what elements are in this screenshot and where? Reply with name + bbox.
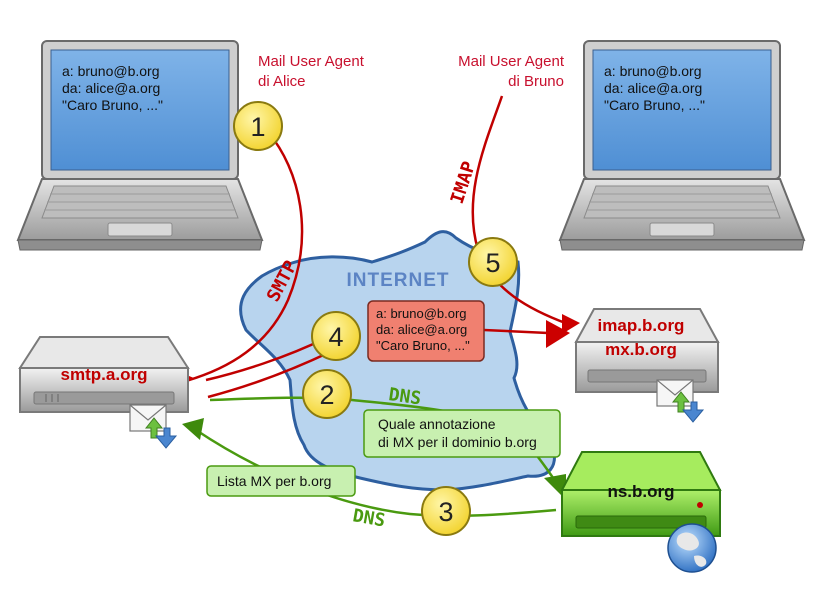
dns-query-box-line-1: Quale annotazione <box>378 416 496 432</box>
laptop-alice <box>16 40 264 251</box>
dns-query-arrowhead <box>544 474 566 500</box>
alice-mua-label-line-1: Mail User Agent <box>258 53 365 70</box>
dns-reply-line <box>195 428 557 518</box>
message-box-line-2: da: alice@a.org <box>376 322 467 337</box>
svg-text:1: 1 <box>250 112 265 142</box>
message-box <box>367 300 485 362</box>
step-badge-3: 3 <box>421 486 471 536</box>
relay-line-lower <box>207 350 331 399</box>
step-badge-2: 2 <box>302 369 352 419</box>
svg-text:5: 5 <box>485 248 500 278</box>
imap-server-label-line-1: imap.b.org <box>598 316 685 335</box>
smtp-server-label: smtp.a.org <box>61 365 148 384</box>
alice-screen-line-2: da: alice@a.org <box>62 80 160 96</box>
alice-screen-line-1: a: bruno@b.org <box>62 63 160 79</box>
laptop-bruno <box>558 40 806 251</box>
dns-reply-box-text: Lista MX per b.org <box>217 473 331 489</box>
dns-query-box-line-2: di MX per il dominio b.org <box>378 434 537 450</box>
message-box-line-1: a: bruno@b.org <box>376 306 467 321</box>
svg-text:3: 3 <box>438 497 453 527</box>
smtp-transfer-arrows-icon <box>144 417 178 449</box>
step-badge-5: 5 <box>468 237 518 287</box>
dns-query-box <box>363 409 561 458</box>
bruno-screen-line-3: "Caro Bruno, ..." <box>604 97 705 113</box>
relay-line-right <box>483 328 549 335</box>
smtp-server <box>18 336 190 413</box>
svg-text:2: 2 <box>319 380 334 410</box>
svg-text:4: 4 <box>328 322 343 352</box>
alice-mua-label-line-2: di Alice <box>258 73 306 90</box>
bruno-mua-label-line-2: di Bruno <box>508 73 564 90</box>
bruno-mua-label-line-1: Mail User Agent <box>458 53 565 70</box>
dns-reply-box <box>206 465 356 497</box>
dns-query-protocol-label: DNS <box>387 384 422 409</box>
dns-reply-arrowhead <box>182 418 204 440</box>
imap-transfer-arrows-icon <box>671 391 705 423</box>
step-badge-1: 1 <box>233 101 283 151</box>
globe-icon <box>667 523 717 573</box>
step-badge-4: 4 <box>311 311 361 361</box>
imap-server-label-line-2: mx.b.org <box>605 340 677 359</box>
alice-screen-line-3: "Caro Bruno, ..." <box>62 97 163 113</box>
smtp-line <box>185 131 304 383</box>
internet-label: INTERNET <box>347 270 450 291</box>
ns-server-label: ns.b.org <box>607 482 674 501</box>
dns-reply-protocol-label: DNS <box>351 505 387 531</box>
imap-server <box>574 308 720 393</box>
message-box-line-3: "Caro Bruno, ..." <box>376 338 470 353</box>
relay-arrowhead <box>546 320 570 348</box>
bruno-screen-line-2: da: alice@a.org <box>604 80 702 96</box>
imap-arrowhead <box>562 314 580 334</box>
relay-line-upper <box>205 336 327 382</box>
bruno-screen-line-1: a: bruno@b.org <box>604 63 702 79</box>
